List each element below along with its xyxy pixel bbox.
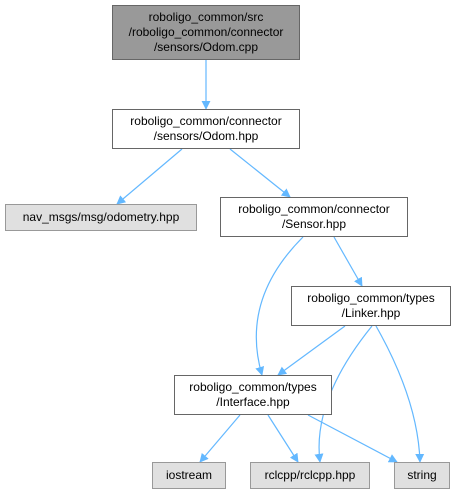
node-nav-msgs: nav_msgs/msg/odometry.hpp [5, 204, 197, 231]
node-linker-hpp[interactable]: roboligo_common/types/Linker.hpp [291, 286, 451, 326]
node-label-line: /Linker.hpp [341, 306, 401, 320]
node-label-line: roboligo_common/connector [130, 114, 282, 128]
edge-interface_hpp-to-iostream [199, 414, 241, 463]
node-label-line: string [407, 468, 437, 482]
node-label-line: roboligo_common/types [307, 291, 435, 305]
edge-sensor_hpp-to-linker_hpp [333, 236, 363, 287]
node-label-line: /sensors/Odom.cpp [153, 40, 259, 54]
node-label-line: roboligo_common/connector [238, 202, 390, 216]
edge-interface_hpp-to-rclcpp [267, 414, 299, 463]
node-odom-hpp[interactable]: roboligo_common/connector/sensors/Odom.h… [112, 109, 300, 149]
edge-sensor_hpp-to-interface_hpp [255, 236, 304, 376]
edge-linker_hpp-to-interface_hpp [277, 325, 346, 376]
node-interface-hpp[interactable]: roboligo_common/types/Interface.hpp [174, 375, 332, 415]
node-sensor-hpp[interactable]: roboligo_common/connector/Sensor.hpp [220, 197, 408, 237]
node-iostream: iostream [152, 462, 226, 489]
edge-linker_hpp-to-string [375, 325, 425, 463]
node-label-line: roboligo_common/src [148, 10, 264, 24]
edge-odom_hpp-to-sensor_hpp [229, 148, 291, 198]
node-label-line: rclcpp/rclcpp.hpp [264, 468, 356, 482]
node-odom-cpp: roboligo_common/src/roboligo_common/conn… [112, 5, 300, 60]
node-label-line: iostream [165, 468, 212, 482]
node-string: string [394, 462, 450, 489]
node-rclcpp: rclcpp/rclcpp.hpp [250, 462, 370, 489]
node-label-line: /sensors/Odom.hpp [153, 129, 259, 143]
node-label-line: /roboligo_common/connector [128, 25, 284, 39]
edge-interface_hpp-to-string [307, 414, 398, 463]
node-label-line: /Sensor.hpp [281, 217, 347, 231]
node-label-line: nav_msgs/msg/odometry.hpp [22, 210, 180, 224]
edge-odom_hpp-to-nav_msgs [116, 148, 183, 205]
node-label-line: roboligo_common/types [189, 380, 317, 394]
node-label-line: /Interface.hpp [216, 395, 290, 409]
